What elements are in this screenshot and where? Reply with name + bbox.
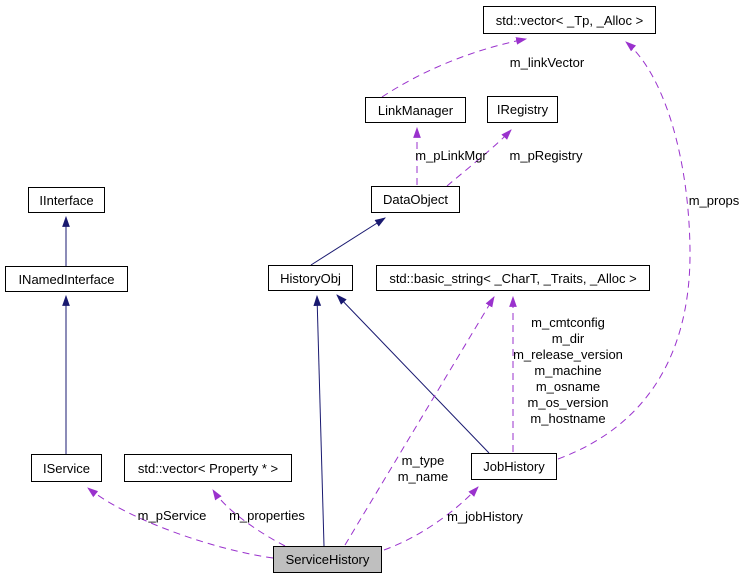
node-inamedinterface[interactable]: INamedInterface (5, 266, 128, 292)
node-std-vector-property[interactable]: std::vector< Property * > (124, 454, 292, 482)
edge-label-line: m_release_version (513, 347, 623, 362)
edge-inheritance-servicehistory-to-historyobj (313, 294, 325, 547)
edge-usage-servicehistory-to-jobhistory (383, 486, 479, 551)
edge-label-m-jobhistory: m_jobHistory (447, 509, 523, 524)
edge-label-servicehistory-name-type: m_type m_name (398, 453, 449, 485)
edge-usage-servicehistory-to-basicstring (344, 296, 495, 546)
edge-usage-jobhistory-to-vector (557, 41, 691, 460)
edge-label-line: m_cmtconfig (531, 315, 605, 330)
edge-label-m-props: m_props (688, 193, 740, 208)
node-dataobject[interactable]: DataObject (371, 186, 460, 213)
edge-label-m-pservice: m_pService (137, 508, 207, 523)
edge-inheritance-historyobj-to-dataobject (310, 217, 386, 266)
node-historyobj[interactable]: HistoryObj (268, 265, 353, 291)
edge-usage-linkmanager-to-vector (381, 37, 528, 98)
edge-label-m-linkvector: m_linkVector (509, 55, 585, 70)
edge-usage-servicehistory-to-vectorproperty (212, 489, 286, 547)
node-iservice[interactable]: IService (31, 454, 102, 482)
node-std-basic-string[interactable]: std::basic_string< _CharT, _Traits, _All… (376, 265, 650, 291)
edge-label-line: m_osname (535, 379, 601, 394)
edge-inheritance-jobhistory-to-historyobj (336, 294, 490, 454)
edge-usage-dataobject-to-iregistry (446, 129, 512, 187)
edge-label-line: m_dir (551, 331, 585, 346)
edge-label-m-properties: m_properties (229, 508, 305, 523)
edge-label-line: m_type (401, 453, 445, 468)
node-iregistry[interactable]: IRegistry (487, 96, 558, 123)
node-jobhistory[interactable]: JobHistory (471, 453, 557, 480)
edge-label-line: m_machine (534, 363, 602, 378)
node-iinterface[interactable]: IInterface (28, 187, 105, 213)
edge-label-jobhistory-members: m_cmtconfig m_dir m_release_version m_ma… (513, 315, 623, 427)
node-servicehistory: ServiceHistory (273, 546, 382, 573)
edge-label-line: m_name (397, 469, 449, 484)
node-linkmanager[interactable]: LinkManager (365, 97, 466, 123)
edge-label-line: m_os_version (527, 395, 609, 410)
node-std-vector-tp-alloc[interactable]: std::vector< _Tp, _Alloc > (483, 6, 656, 34)
edge-label-line: m_hostname (530, 411, 606, 426)
edge-usage-servicehistory-to-iservice (87, 487, 274, 559)
edge-label-m-plinkmgr: m_pLinkMgr (415, 148, 487, 163)
edge-label-m-pregistry: m_pRegistry (509, 148, 583, 163)
